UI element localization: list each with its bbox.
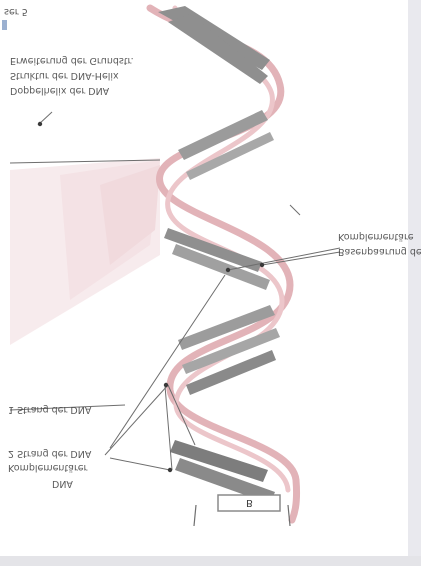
foot-line-left	[194, 505, 196, 526]
label-strand-1: 1 Strang der DNA	[8, 404, 91, 415]
foot-line-right	[288, 505, 290, 526]
label-top-corner: ser 5	[4, 6, 28, 17]
label-top-left-2: Struktur der DNA-Helix	[10, 70, 119, 81]
label-right-2: Basenpaarung der	[338, 246, 421, 257]
label-strand-2-2: Komplementärer	[8, 462, 87, 473]
label-base-letter: B	[246, 497, 253, 508]
label-top-left-3: Doppelhelix der DNA	[10, 85, 109, 96]
label-right-1: Komplementäre	[338, 231, 414, 242]
page-bottom-edge	[0, 556, 421, 566]
label-bottom-left: DNA	[52, 478, 73, 489]
label-strand-2-1: 2 Strang der DNA	[8, 448, 91, 459]
pink-fan-shading	[10, 158, 160, 345]
corner-mark	[2, 20, 7, 30]
page-right-edge	[408, 0, 421, 566]
label-top-left-1: Erweiterung der Grundstr.	[10, 55, 134, 66]
